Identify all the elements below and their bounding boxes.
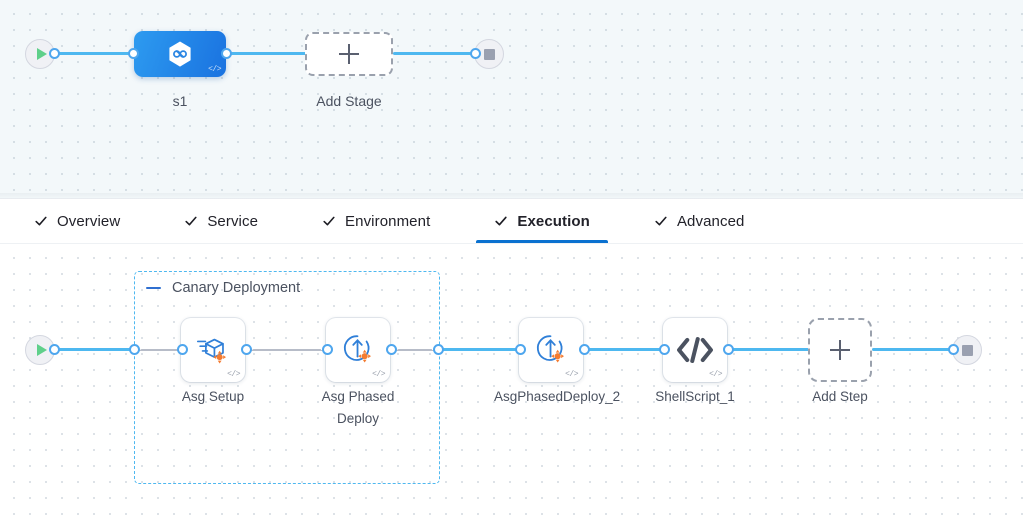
play-icon (36, 48, 47, 60)
harness-hexagon-icon (169, 41, 191, 67)
exec-link-step3-to-step4 (585, 348, 661, 351)
execution-canvas[interactable]: Canary Deployment </> Asg Setu (0, 244, 1023, 520)
stage-code-badge: </> (208, 65, 221, 74)
step-code-badge: </> (565, 370, 578, 379)
asg-setup-icon (196, 338, 227, 364)
tab-service[interactable]: Service (166, 199, 276, 243)
exec-link-end (872, 348, 954, 351)
add-stage-button[interactable] (305, 32, 393, 76)
stage-end-node[interactable] (474, 39, 504, 69)
step-code-badge: </> (709, 370, 722, 379)
step-label-asgphaseddeploy-2: AsgPhasedDeploy_2 (494, 389, 621, 404)
exec-link-dash-1 (139, 349, 183, 351)
minus-icon[interactable] (146, 286, 161, 290)
stage-in-port[interactable] (128, 48, 139, 59)
check-icon (35, 216, 47, 226)
step-node-asg-phased-deploy[interactable]: </> (326, 318, 390, 382)
stage-link-start (55, 52, 141, 55)
step-node-shellscript-1[interactable]: </> (663, 318, 727, 382)
stage-node-s1[interactable]: </> (134, 31, 226, 77)
check-icon (185, 216, 197, 226)
shell-script-icon (677, 337, 713, 363)
stop-square-icon (483, 48, 495, 60)
plus-icon (830, 340, 850, 360)
exec-step1-out-port[interactable] (241, 344, 252, 355)
stage-tab-bar: Overview Service Environment Execution A… (0, 199, 1023, 244)
add-step-button[interactable] (808, 318, 872, 382)
exec-step4-out-port[interactable] (723, 344, 734, 355)
exec-step2-out-port[interactable] (386, 344, 397, 355)
exec-group-exit-port[interactable] (433, 344, 444, 355)
exec-step1-in-port[interactable] (177, 344, 188, 355)
stage-label-s1: s1 (172, 93, 188, 109)
exec-start-port[interactable] (49, 344, 60, 355)
step-node-asg-setup[interactable]: </> (181, 318, 245, 382)
step-label-shellscript-1: ShellScript_1 (655, 389, 735, 404)
step-code-badge: </> (372, 370, 385, 379)
tab-environment-label: Environment (345, 212, 431, 230)
exec-link-group-to-step3 (439, 348, 519, 351)
exec-step3-in-port[interactable] (515, 344, 526, 355)
step-code-badge: </> (227, 370, 240, 379)
exec-end-port[interactable] (948, 344, 959, 355)
tab-advanced-label: Advanced (676, 212, 745, 230)
stop-square-icon (961, 344, 973, 356)
tab-execution-label: Execution (517, 212, 590, 230)
stage-link-end (393, 52, 477, 55)
exec-step3-out-port[interactable] (579, 344, 590, 355)
step-label-asg-phased-deploy: Asg Phased Deploy (321, 389, 395, 426)
tab-overview-label: Overview (57, 212, 121, 230)
exec-link-dash-2 (251, 349, 323, 351)
step-group-title: Canary Deployment (172, 280, 301, 296)
asg-phased-deploy-icon (343, 335, 372, 363)
tab-environment[interactable]: Environment (304, 199, 448, 243)
asg-phased-deploy-icon (536, 335, 565, 363)
stage-link-to-add (227, 52, 307, 55)
play-icon (36, 344, 47, 356)
exec-link-start (55, 348, 137, 351)
exec-link-dash-3 (396, 349, 434, 351)
add-step-label: Add Step (812, 389, 868, 404)
stage-out-port[interactable] (221, 48, 232, 59)
check-icon (495, 216, 507, 226)
step-group-canary-deployment[interactable] (134, 271, 440, 484)
tab-overview[interactable]: Overview (16, 199, 138, 243)
exec-step2-in-port[interactable] (322, 344, 333, 355)
add-stage-label: Add Stage (316, 93, 382, 109)
step-label-asg-setup: Asg Setup (181, 389, 245, 404)
plus-icon (339, 44, 359, 64)
exec-link-to-add-step (729, 348, 809, 351)
check-icon (655, 216, 667, 226)
stage-start-port[interactable] (49, 48, 60, 59)
exec-group-entry-port[interactable] (129, 344, 140, 355)
check-icon (323, 216, 335, 226)
stage-end-port[interactable] (470, 48, 481, 59)
stage-canvas[interactable]: </> s1 Add Stage (0, 0, 1023, 199)
step-node-asgphaseddeploy-2[interactable]: </> (519, 318, 583, 382)
exec-step4-in-port[interactable] (659, 344, 670, 355)
step-group-header: Canary Deployment (146, 280, 300, 296)
tab-service-label: Service (207, 212, 259, 230)
tab-advanced[interactable]: Advanced (636, 199, 763, 243)
tab-execution[interactable]: Execution (476, 199, 608, 243)
